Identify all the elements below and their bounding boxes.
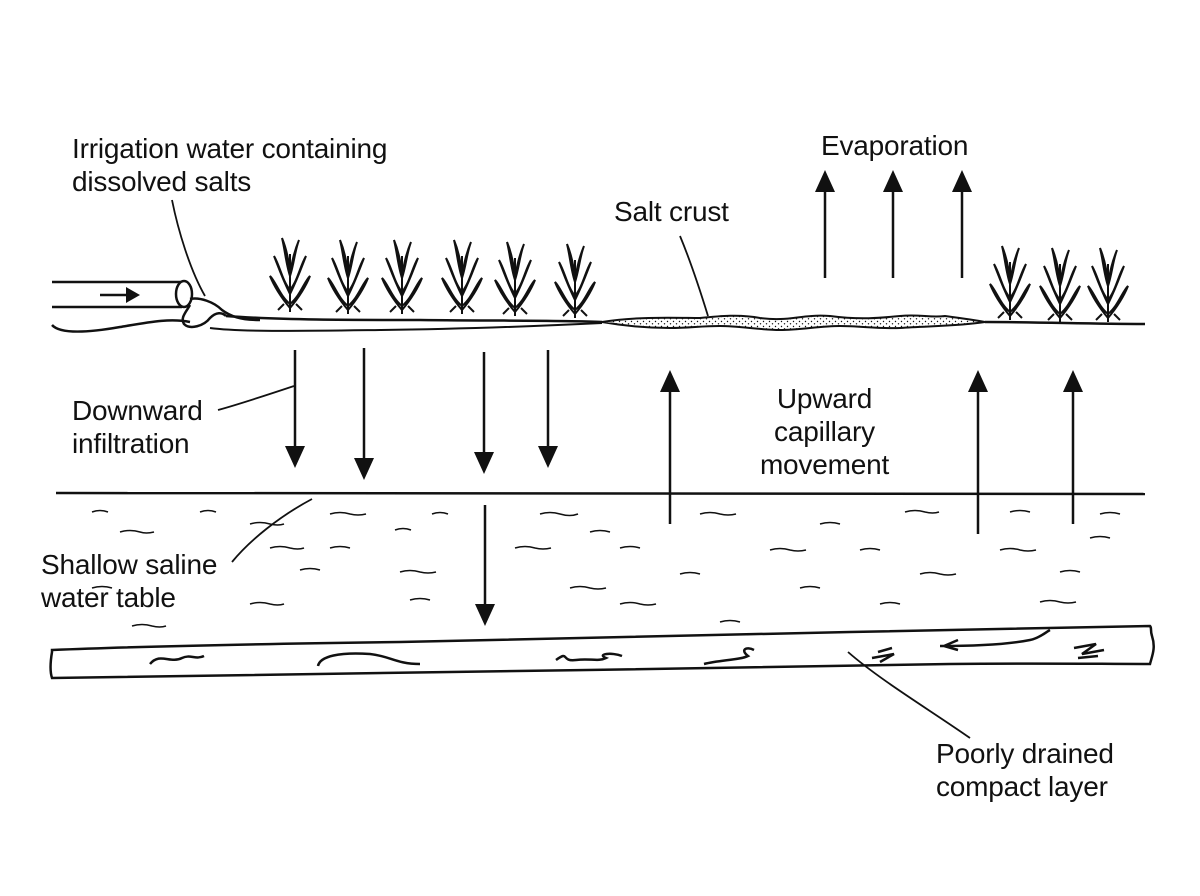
leader-lines <box>171 199 971 739</box>
label-upward-line1: Upward <box>776 383 873 414</box>
label-irrigation-line2: dissolved salts <box>72 166 252 197</box>
salt-crust <box>601 314 986 332</box>
label-evaporation-text: Evaporation <box>821 130 969 161</box>
label-upward-capillary: Upward capillary movement <box>742 382 907 481</box>
downward-infiltration-arrows <box>293 348 550 608</box>
label-compact-layer: Poorly drained compact layer <box>936 737 1114 803</box>
label-salt-crust-text: Salt crust <box>614 196 729 227</box>
evaporation-arrows <box>823 188 964 278</box>
pipe-flow-arrow <box>100 287 140 303</box>
upward-arrowheads <box>660 370 1083 392</box>
label-irrigation-line1: Irrigation water containing <box>72 133 388 164</box>
label-upward-line3: movement <box>759 449 890 480</box>
ground-surface <box>51 314 603 333</box>
pipe <box>52 279 261 329</box>
downward-arrowheads <box>285 446 558 626</box>
label-compact-line2: compact layer <box>936 771 1108 802</box>
label-salt-crust: Salt crust <box>614 195 729 228</box>
label-water-table-line2: water table <box>41 582 176 613</box>
crop-plants <box>269 237 1129 323</box>
label-downward-infiltration: Downward infiltration <box>72 394 203 460</box>
water-ripples <box>91 509 1121 628</box>
label-irrigation-water: Irrigation water containing dissolved sa… <box>72 132 387 198</box>
label-water-table-line1: Shallow saline <box>41 549 218 580</box>
label-downward-line1: Downward <box>72 395 203 426</box>
ground-left-bottom <box>209 322 603 332</box>
label-upward-line2: capillary <box>774 416 875 447</box>
label-water-table: Shallow saline water table <box>41 548 217 614</box>
compact-layer <box>49 624 1155 680</box>
water-table-line <box>55 491 1146 496</box>
compact-layer-marks <box>149 628 1105 667</box>
label-downward-line2: infiltration <box>72 428 190 459</box>
ground-right <box>984 320 1146 326</box>
label-evaporation: Evaporation <box>821 129 968 162</box>
upward-capillary-arrows <box>668 388 1075 534</box>
evaporation-arrowheads <box>815 170 972 192</box>
label-compact-line1: Poorly drained <box>936 738 1114 769</box>
